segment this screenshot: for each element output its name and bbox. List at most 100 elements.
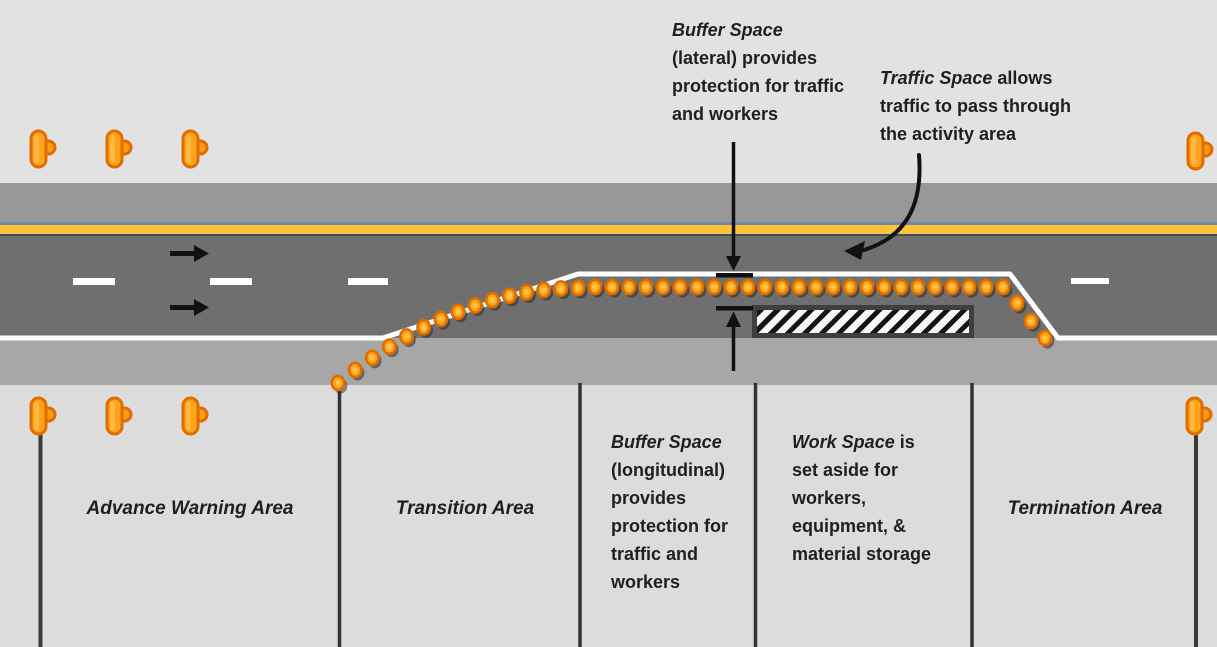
warning-sign-icon bbox=[105, 396, 133, 436]
traffic-space-note: Traffic Space allows traffic to pass thr… bbox=[880, 64, 1071, 148]
cone-icon bbox=[864, 283, 870, 291]
note-line: traffic and bbox=[611, 544, 699, 564]
cone-icon bbox=[609, 283, 615, 291]
cone-icon bbox=[813, 283, 819, 291]
cone-icon bbox=[694, 283, 700, 291]
warning-sign-icon bbox=[29, 396, 57, 436]
cone-icon bbox=[489, 296, 495, 304]
warning-sign-icon bbox=[105, 396, 133, 436]
warning-sign-icon bbox=[1185, 396, 1213, 436]
lane-arrow-icon bbox=[170, 245, 209, 262]
work-space-term: Work Space bbox=[792, 432, 895, 452]
cone-icon bbox=[711, 283, 717, 291]
cone-icon bbox=[949, 283, 955, 291]
note-line: allows bbox=[992, 68, 1053, 88]
warning-sign-icon bbox=[29, 129, 57, 169]
cone-icon bbox=[932, 283, 938, 291]
cone-icon bbox=[796, 283, 802, 291]
cone-icon bbox=[626, 283, 632, 291]
cone-icon bbox=[915, 283, 921, 291]
cone-icon bbox=[472, 302, 478, 309]
buffer-space-lateral-note: Buffer Space (lateral) provides protecti… bbox=[672, 16, 844, 128]
cone-icon bbox=[352, 366, 358, 374]
cone-icon bbox=[677, 283, 683, 291]
cone-icon bbox=[779, 283, 785, 291]
warning-sign-icon bbox=[29, 396, 57, 436]
note-line: (longitudinal) bbox=[611, 460, 725, 480]
cone-icon bbox=[881, 283, 887, 291]
lane-dash bbox=[1071, 278, 1109, 284]
cone-icon bbox=[966, 283, 972, 291]
buffer-space-longitudinal-term: Buffer Space bbox=[611, 432, 722, 452]
cone-icon bbox=[830, 283, 836, 291]
buffer-lateral-dimension bbox=[716, 142, 753, 371]
cone-icon bbox=[1028, 317, 1034, 325]
cone-icon bbox=[386, 343, 393, 350]
note-line: workers, bbox=[792, 488, 867, 508]
warning-sign-icon bbox=[181, 129, 209, 169]
cone-icon bbox=[592, 283, 598, 291]
cone-icon bbox=[1000, 283, 1006, 291]
cone-icon bbox=[369, 354, 375, 361]
warning-sign-icon bbox=[1185, 396, 1213, 436]
work-space-note: Work Space is set aside for workers, equ… bbox=[792, 428, 931, 568]
cone-icon bbox=[1014, 299, 1020, 307]
yellow-line-top-edge bbox=[0, 222, 1217, 225]
center-yellow-line bbox=[0, 225, 1217, 234]
warning-sign-icon bbox=[1186, 131, 1214, 171]
work-space-hatched-box bbox=[752, 305, 974, 338]
cone-icon bbox=[403, 333, 410, 340]
note-line: workers bbox=[611, 572, 681, 592]
note-line: protection for bbox=[611, 516, 728, 536]
termination-area-label: Termination Area bbox=[1007, 498, 1163, 519]
buffer-space-lateral-term: Buffer Space bbox=[672, 20, 783, 40]
note-line: and workers bbox=[672, 104, 779, 124]
bottom-shoulder bbox=[0, 338, 1217, 385]
cone-icon bbox=[523, 289, 530, 296]
lane-arrow-icon bbox=[170, 299, 209, 316]
warning-sign-icon bbox=[181, 396, 209, 436]
note-line: equipment, & bbox=[792, 516, 907, 536]
cone-icon bbox=[847, 283, 853, 291]
top-shoulder bbox=[0, 183, 1217, 222]
warning-sign-icon bbox=[181, 396, 209, 436]
note-line: is bbox=[894, 432, 915, 452]
transition-area-label: Transition Area bbox=[395, 498, 535, 519]
cone-icon bbox=[421, 324, 427, 331]
cone-icon bbox=[558, 285, 564, 292]
cone-icon bbox=[541, 286, 547, 294]
cone-icon bbox=[745, 283, 751, 291]
warning-sign-icon bbox=[105, 129, 133, 169]
edge-line bbox=[0, 271, 1217, 341]
cone-icon bbox=[762, 283, 768, 291]
lane-dash bbox=[210, 278, 252, 285]
cone-icon bbox=[335, 379, 341, 387]
bottom-label-area bbox=[0, 385, 1217, 647]
yellow-line-bottom-edge bbox=[0, 234, 1217, 236]
note-line: protection for traffic bbox=[672, 76, 845, 96]
cone-icon bbox=[983, 283, 989, 291]
warning-sign-icon bbox=[181, 129, 209, 169]
traffic-space-pointer-arrow bbox=[844, 153, 922, 260]
lane-dash bbox=[348, 278, 388, 285]
cone-icon bbox=[506, 292, 513, 299]
note-line: provides bbox=[611, 488, 687, 508]
lane-dash bbox=[73, 278, 115, 285]
cone-icon bbox=[1042, 334, 1048, 342]
cone-icon bbox=[455, 308, 461, 315]
warning-sign-icon bbox=[29, 129, 57, 169]
note-line: the activity area bbox=[880, 124, 1017, 144]
cone-icon bbox=[728, 283, 734, 291]
note-line: material storage bbox=[792, 544, 932, 564]
traffic-space-term: Traffic Space bbox=[880, 68, 993, 88]
cone-icon bbox=[575, 284, 581, 292]
note-line: traffic to pass through bbox=[880, 96, 1072, 116]
cone-icon bbox=[643, 283, 649, 291]
cone-icon bbox=[438, 315, 444, 323]
advance-warning-area-label: Advance Warning Area bbox=[86, 498, 294, 519]
cone-icon bbox=[660, 283, 666, 291]
note-line: set aside for bbox=[792, 460, 899, 480]
channelizer-cone-row bbox=[330, 278, 1055, 394]
